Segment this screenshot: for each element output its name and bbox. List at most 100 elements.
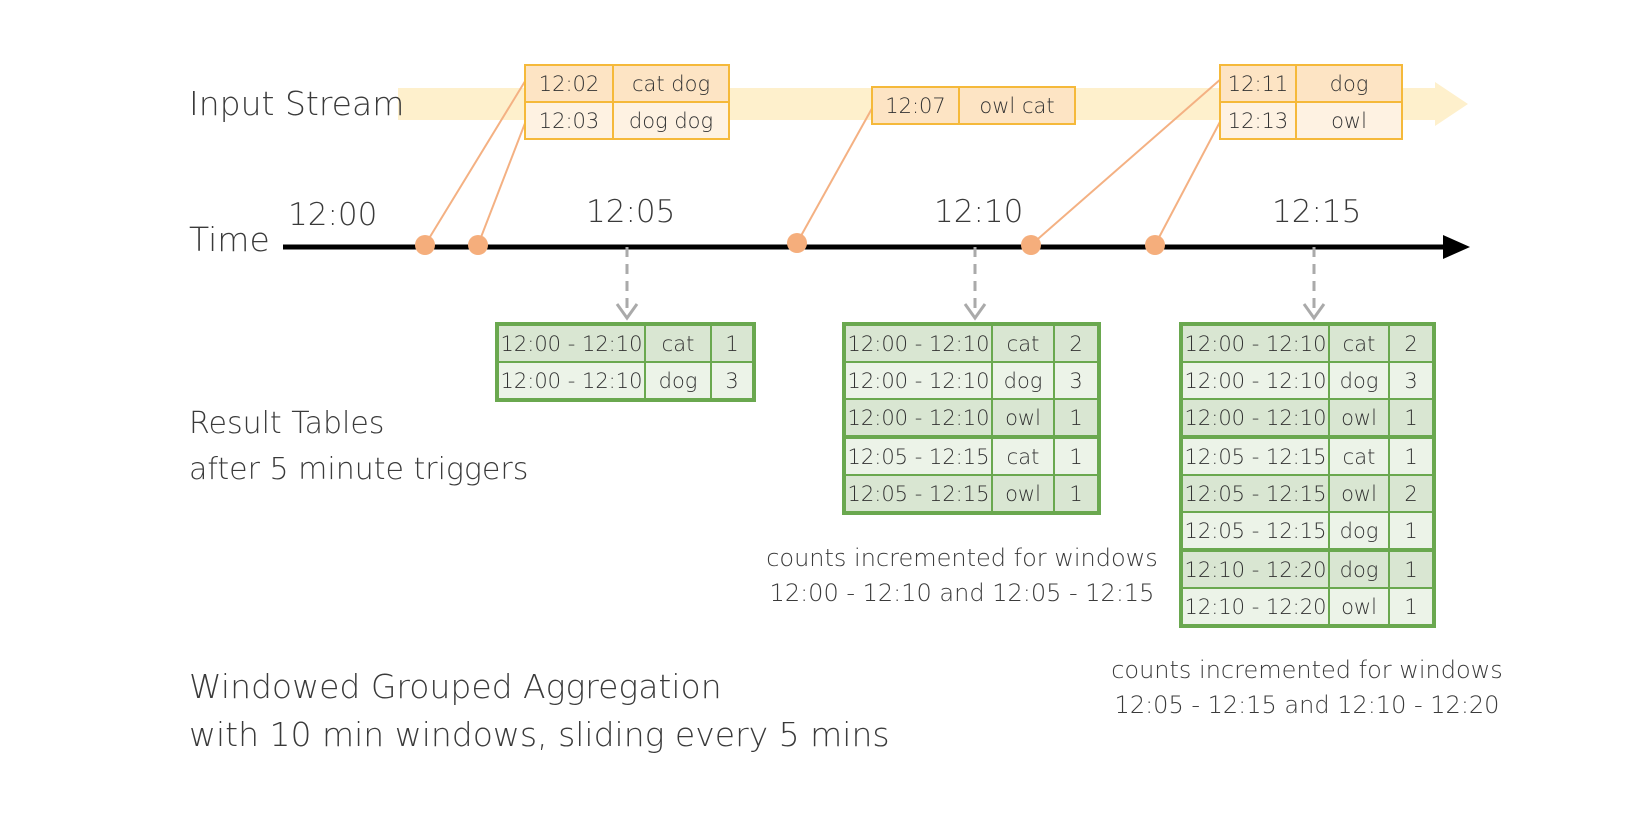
- word-cell: owl: [991, 398, 1055, 438]
- tick-label-1215: 12:15: [1272, 194, 1362, 230]
- caption-line1: Windowed Grouped Aggregation: [189, 667, 722, 706]
- window-cell: 12:00 - 12:10: [843, 323, 993, 363]
- trigger-arrowhead-icon: [615, 303, 639, 321]
- connector-line: [1030, 77, 1223, 246]
- count-cell: 1: [710, 323, 755, 363]
- stream-event-time: 12:02: [524, 64, 614, 103]
- word-cell: owl: [1328, 398, 1390, 438]
- word-cell: owl: [1328, 587, 1390, 627]
- tick-label-1205: 12:05: [586, 194, 676, 230]
- stream-event-time: 12:13: [1219, 101, 1297, 140]
- table-row: 12:10 - 12:20 owl 1: [1180, 587, 1435, 627]
- count-cell: 1: [1053, 398, 1100, 438]
- result-tables-label-line1: Result Tables: [189, 406, 385, 441]
- count-cell: 1: [1388, 435, 1435, 476]
- count-cell: 1: [1053, 474, 1100, 514]
- count-cell: 1: [1388, 548, 1435, 589]
- time-axis-arrowhead-icon: [1443, 235, 1470, 259]
- count-cell: 1: [1388, 511, 1435, 551]
- window-cell: 12:05 - 12:15: [1180, 435, 1330, 476]
- word-cell: cat: [991, 435, 1055, 476]
- window-cell: 12:00 - 12:10: [1180, 398, 1330, 438]
- time-label: Time: [189, 220, 270, 259]
- stream-event-words: owl cat: [958, 86, 1076, 125]
- table-row: 12:05 - 12:15 owl 1: [843, 474, 1100, 514]
- stream-event-row: 12:03 dog dog: [524, 101, 730, 140]
- stream-event-words: dog dog: [612, 101, 730, 140]
- stream-event-row: 12:11 dog: [1219, 64, 1403, 103]
- count-cell: 2: [1388, 474, 1435, 513]
- count-cell: 1: [1053, 435, 1100, 476]
- window-cell: 12:10 - 12:20: [1180, 548, 1330, 589]
- window-cell: 12:05 - 12:15: [843, 474, 993, 514]
- event-dot: [1145, 235, 1165, 255]
- table-row: 12:10 - 12:20 dog 1: [1180, 548, 1435, 589]
- table-row: 12:00 - 12:10 cat 2: [1180, 323, 1435, 363]
- count-cell: 3: [1053, 361, 1100, 400]
- window-cell: 12:05 - 12:15: [1180, 474, 1330, 513]
- count-cell: 3: [710, 361, 755, 401]
- event-dot: [415, 235, 435, 255]
- word-cell: cat: [991, 323, 1055, 363]
- result-table-1215: 12:00 - 12:10 cat 2 12:00 - 12:10 dog 3 …: [1179, 322, 1436, 628]
- result-table-1210: 12:00 - 12:10 cat 2 12:00 - 12:10 dog 3 …: [842, 322, 1101, 515]
- stream-event-group-1: 12:02 cat dog 12:03 dog dog: [524, 64, 730, 140]
- window-cell: 12:00 - 12:10: [1180, 361, 1330, 400]
- window-cell: 12:00 - 12:10: [496, 361, 646, 401]
- table-row: 12:00 - 12:10 owl 1: [843, 398, 1100, 438]
- count-cell: 1: [1388, 398, 1435, 438]
- stream-event-words: cat dog: [612, 64, 730, 103]
- table-row: 12:05 - 12:15 cat 1: [843, 435, 1100, 476]
- table-row: 12:00 - 12:10 dog 3: [843, 361, 1100, 400]
- stream-event-row: 12:07 owl cat: [871, 86, 1076, 125]
- window-cell: 12:00 - 12:10: [843, 361, 993, 400]
- count-cell: 2: [1053, 323, 1100, 363]
- trigger-arrows: [615, 247, 1326, 321]
- stream-event-group-3: 12:11 dog 12:13 owl: [1219, 64, 1403, 140]
- table-row: 12:00 - 12:10 cat 2: [843, 323, 1100, 363]
- word-cell: owl: [991, 474, 1055, 514]
- window-cell: 12:00 - 12:10: [1180, 323, 1330, 363]
- window-cell: 12:00 - 12:10: [843, 398, 993, 438]
- event-dot: [468, 235, 488, 255]
- stream-event-time: 12:11: [1219, 64, 1297, 103]
- word-cell: dog: [1328, 548, 1390, 589]
- table-row: 12:00 - 12:10 dog 3: [496, 361, 755, 401]
- table-row: 12:05 - 12:15 owl 2: [1180, 474, 1435, 513]
- stream-event-time: 12:03: [524, 101, 614, 140]
- word-cell: cat: [1328, 323, 1390, 363]
- result-tables-label-line2: after 5 minute triggers: [189, 452, 529, 487]
- word-cell: dog: [644, 361, 712, 401]
- table-row: 12:05 - 12:15 dog 1: [1180, 511, 1435, 551]
- window-cell: 12:05 - 12:15: [843, 435, 993, 476]
- tick-label-1200: 12:00: [288, 197, 378, 233]
- note-1210-line1: counts incremented for windows: [766, 544, 1158, 572]
- event-dots: [415, 233, 1165, 255]
- word-cell: dog: [1328, 511, 1390, 551]
- window-cell: 12:00 - 12:10: [496, 323, 646, 363]
- stream-event-words: dog: [1295, 64, 1403, 103]
- count-cell: 3: [1388, 361, 1435, 400]
- table-row: 12:00 - 12:10 owl 1: [1180, 398, 1435, 438]
- word-cell: cat: [1328, 435, 1390, 476]
- event-dot: [787, 233, 807, 253]
- stream-event-row: 12:02 cat dog: [524, 64, 730, 103]
- stream-event-time: 12:07: [871, 86, 960, 125]
- caption-line2: with 10 min windows, sliding every 5 min…: [189, 715, 890, 754]
- window-cell: 12:10 - 12:20: [1180, 587, 1330, 627]
- word-cell: cat: [644, 323, 712, 363]
- word-cell: owl: [1328, 474, 1390, 513]
- stream-event-words: owl: [1295, 101, 1403, 140]
- event-dot: [1021, 235, 1041, 255]
- note-1215-line2: 12:05 - 12:15 and 12:10 - 12:20: [1114, 691, 1500, 719]
- input-stream-label: Input Stream: [189, 84, 405, 123]
- result-table-1205: 12:00 - 12:10 cat 1 12:00 - 12:10 dog 3: [495, 322, 756, 402]
- table-row: 12:00 - 12:10 dog 3: [1180, 361, 1435, 400]
- trigger-arrowhead-icon: [1302, 303, 1326, 321]
- connector-line: [477, 117, 528, 246]
- note-1210-line2: 12:00 - 12:10 and 12:05 - 12:15: [769, 579, 1155, 607]
- word-cell: dog: [991, 361, 1055, 400]
- stream-event-row: 12:13 owl: [1219, 101, 1403, 140]
- connector-line: [424, 77, 528, 246]
- note-1215-line1: counts incremented for windows: [1111, 656, 1503, 684]
